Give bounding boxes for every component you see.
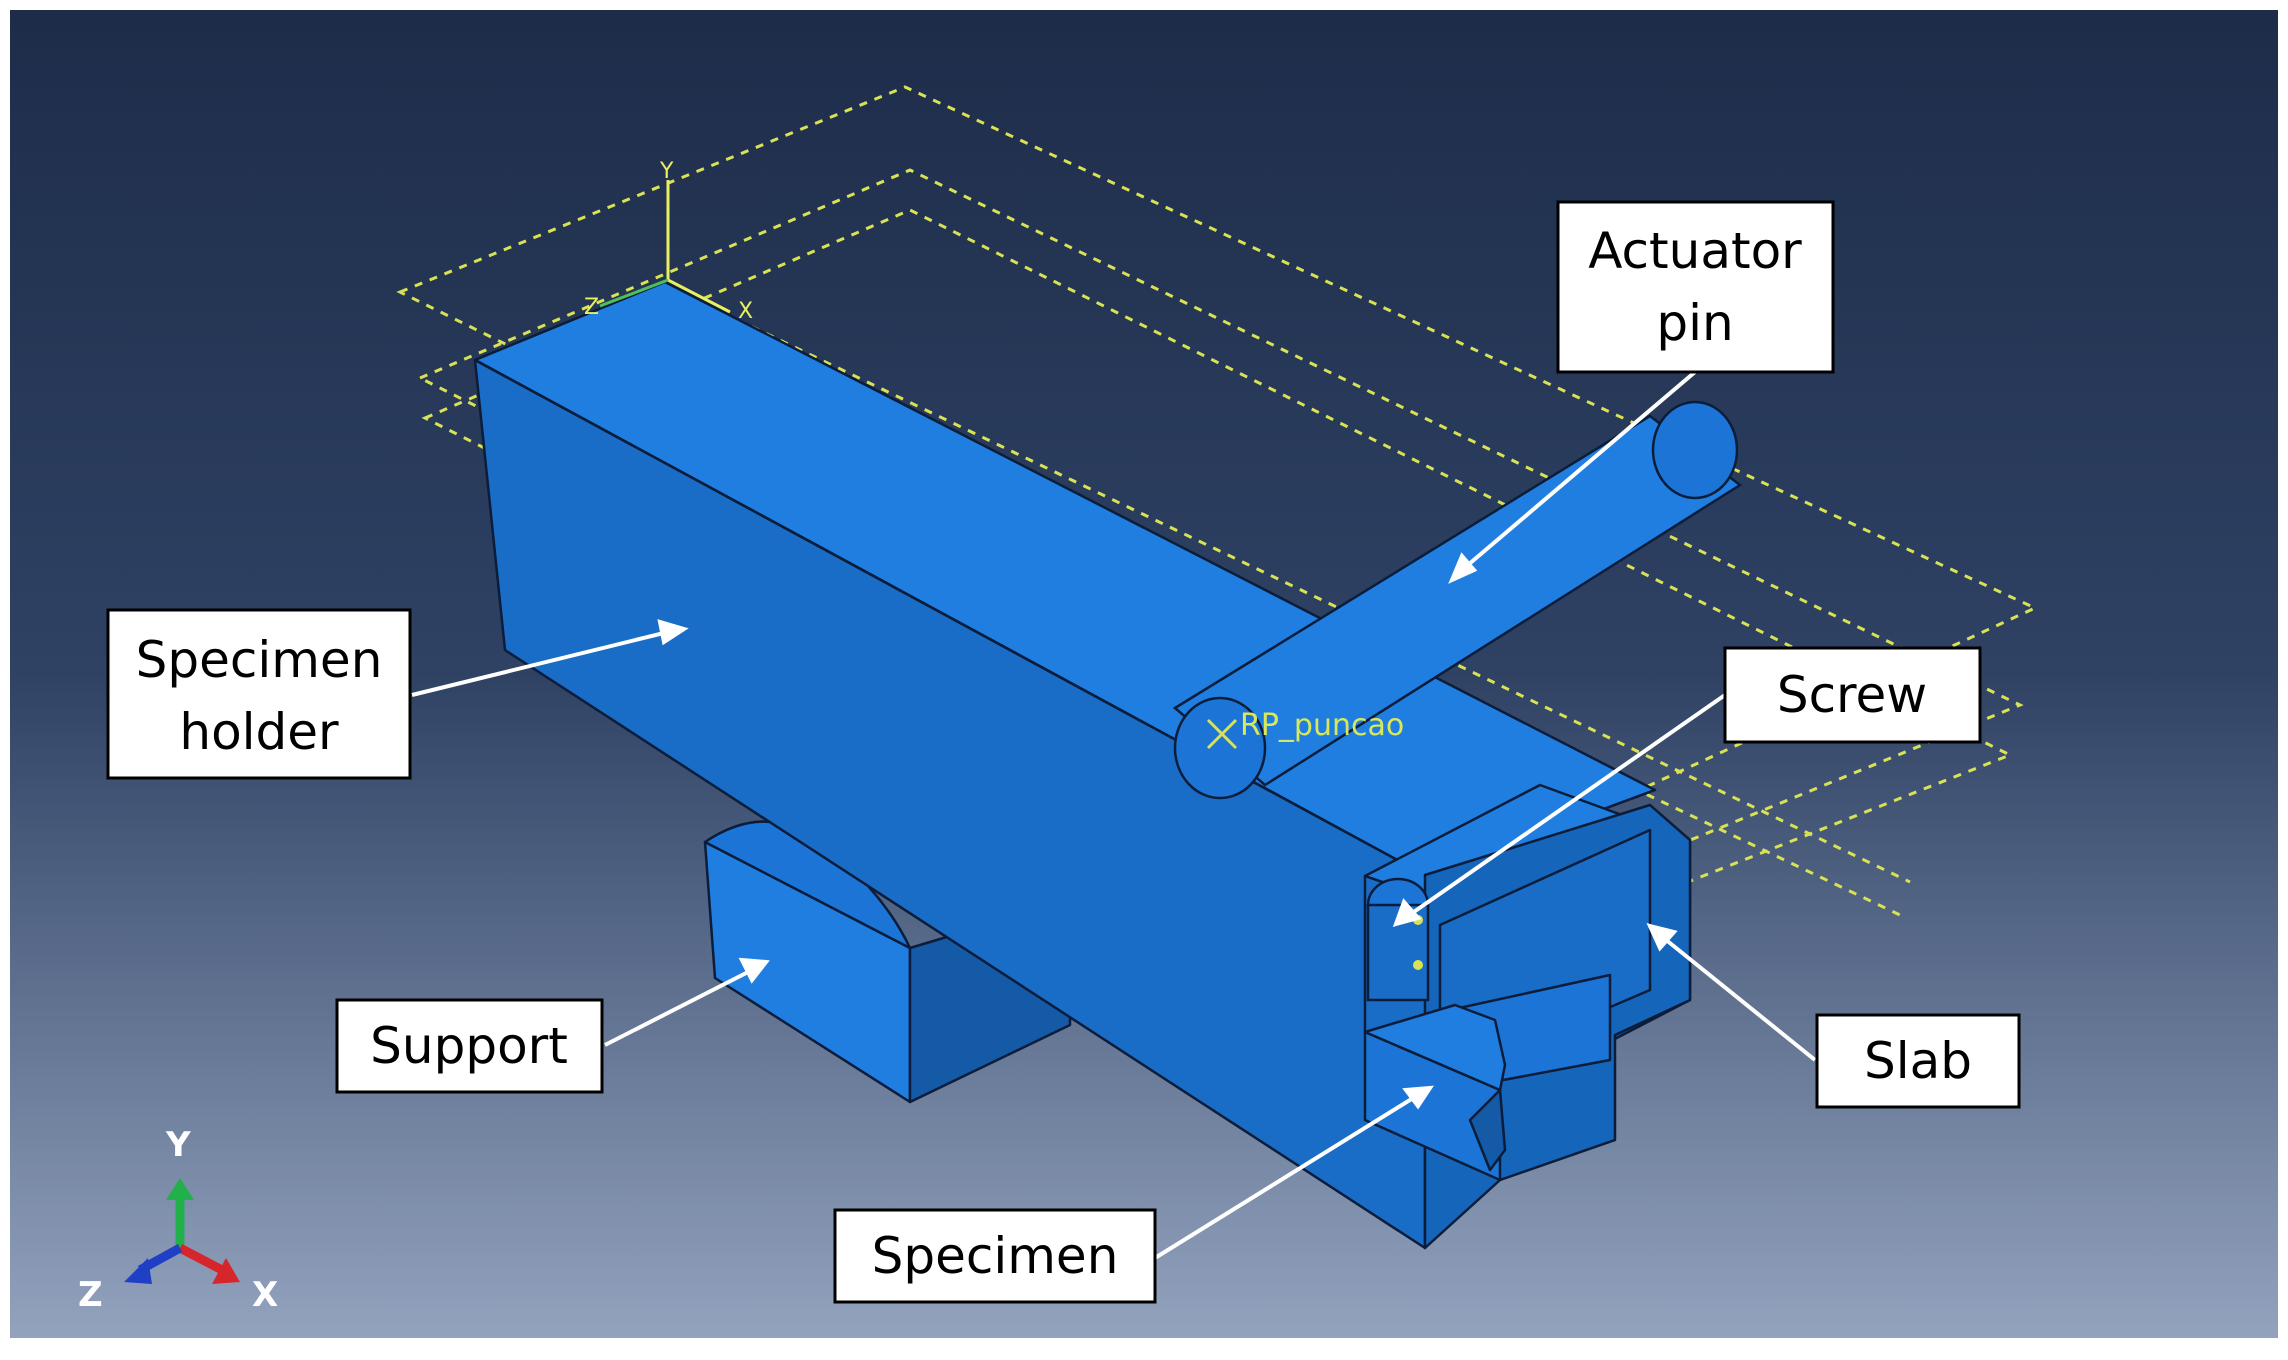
callout-screw: Screw <box>1723 646 1982 744</box>
reference-point: RP_puncao <box>1206 708 1404 750</box>
triad-z-label: Z <box>78 1275 103 1315</box>
model-csys-x-label: X <box>738 299 753 324</box>
callout-arrows <box>411 370 1817 1260</box>
callout-support-label: Support <box>370 1017 568 1075</box>
callout-specimen-holder: Specimen holder <box>106 608 412 780</box>
reference-point-label: RP_puncao <box>1240 708 1404 743</box>
view-triad: Y X Z <box>78 1125 278 1315</box>
actuator-pin-part[interactable] <box>1172 400 1743 800</box>
callout-specimen: Specimen <box>833 1208 1157 1304</box>
callout-slab-label: Slab <box>1864 1032 1972 1090</box>
screw-part[interactable] <box>1366 877 1430 1002</box>
specimen-holder-part[interactable] <box>473 280 1657 1250</box>
callout-actuator-pin: Actuator pin <box>1556 200 1835 374</box>
model-csys: Y X Z <box>584 159 753 324</box>
triad-y-label: Y <box>165 1125 191 1165</box>
model-csys-y-label: Y <box>659 159 674 184</box>
callout-slab: Slab <box>1815 1013 2021 1109</box>
model-csys-z-label: Z <box>584 295 599 320</box>
triad-x-label: X <box>252 1275 278 1315</box>
specimen-part[interactable] <box>1363 1003 1507 1182</box>
callout-specimen-label: Specimen <box>872 1227 1119 1285</box>
callout-support: Support <box>335 998 604 1094</box>
callout-screw-label: Screw <box>1777 666 1927 724</box>
callout-actuator-pin-line1: Actuator <box>1588 222 1802 280</box>
callout-specimen-holder-line2: holder <box>179 703 339 761</box>
callout-actuator-pin-line2: pin <box>1656 294 1733 352</box>
callout-specimen-holder-line1: Specimen <box>136 631 383 689</box>
